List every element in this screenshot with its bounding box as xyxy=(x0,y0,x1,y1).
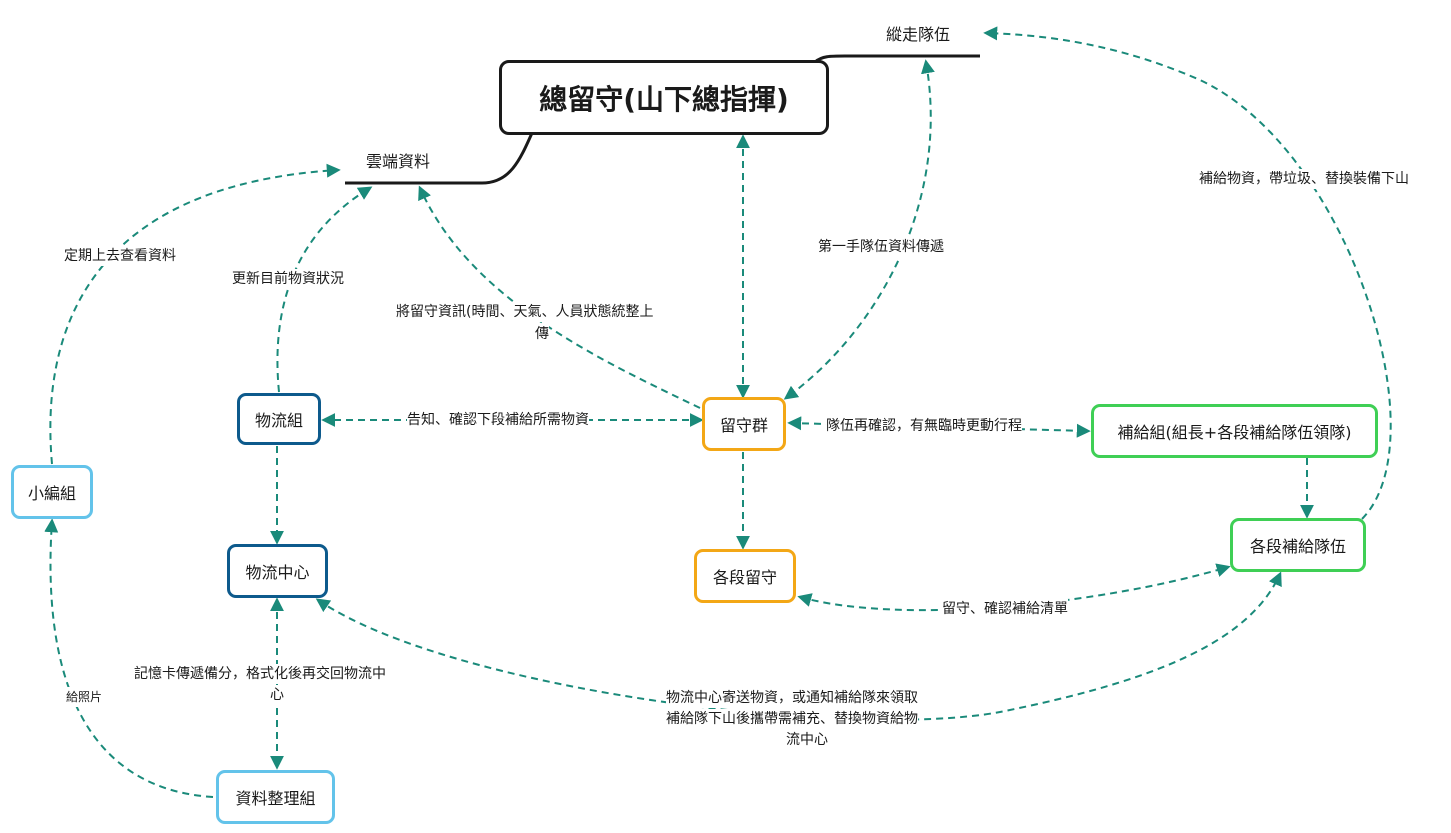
edge-supply-team xyxy=(983,26,1392,520)
branch-team xyxy=(814,54,980,64)
topic-cloud-data[interactable]: 雲端資料 xyxy=(366,152,431,171)
label-upload-info-line2: 傳 xyxy=(535,324,549,344)
edge-editorial-cloud xyxy=(49,163,341,465)
root-command-node[interactable]: 總留守(山下總指揮) xyxy=(499,60,829,135)
label-supply-trash: 補給物資，帶垃圾、替換裝備下山 xyxy=(1199,169,1409,189)
label-check-data: 定期上去查看資料 xyxy=(64,246,176,266)
branch-cloud xyxy=(345,132,534,185)
label-update-status: 更新目前物資狀況 xyxy=(232,269,344,289)
node-logistics-group[interactable]: 物流組 xyxy=(237,393,321,445)
label-confirm-list: 留守、確認補給清單 xyxy=(942,599,1068,619)
node-duty-group[interactable]: 留守群 xyxy=(702,397,786,451)
edge-center-supply xyxy=(315,571,1282,721)
node-section-supply-team[interactable]: 各段補給隊伍 xyxy=(1230,518,1366,572)
label-upload-info-line1: 將留守資訊(時間、天氣、人員狀態統整上 xyxy=(396,302,654,322)
edge-data-editorial xyxy=(44,518,214,798)
edge-duty-cloud xyxy=(418,185,701,409)
node-supply-group[interactable]: 補給組(組長+各段補給隊伍領隊) xyxy=(1091,404,1378,458)
label-memory-card-line1: 記憶卡傳遞備分，格式化後再交回物流中 xyxy=(134,664,386,684)
node-logistics-center[interactable]: 物流中心 xyxy=(227,544,328,598)
label-first-hand-data: 第一手隊伍資料傳遞 xyxy=(818,237,944,257)
node-data-organization-group[interactable]: 資料整理組 xyxy=(216,770,335,824)
node-editorial-group[interactable]: 小編組 xyxy=(11,465,93,519)
label-ship-line1: 物流中心寄送物資，或通知補給隊來領取 xyxy=(666,688,918,708)
label-give-photos: 給照片 xyxy=(66,687,103,707)
label-notify-supply: 告知、確認下段補給所需物資 xyxy=(407,410,589,430)
label-ship-line3: 流中心 xyxy=(786,730,828,750)
topic-trekking-team[interactable]: 縱走隊伍 xyxy=(886,25,951,44)
edge-logistics-cloud xyxy=(276,186,373,393)
label-reconfirm: 隊伍再確認，有無臨時更動行程 xyxy=(826,416,1022,436)
label-ship-line2: 補給隊下山後攜帶需補充、替換物資給物 xyxy=(666,709,918,729)
label-memory-card-line2: 心 xyxy=(270,685,284,705)
node-section-duty[interactable]: 各段留守 xyxy=(694,549,796,603)
